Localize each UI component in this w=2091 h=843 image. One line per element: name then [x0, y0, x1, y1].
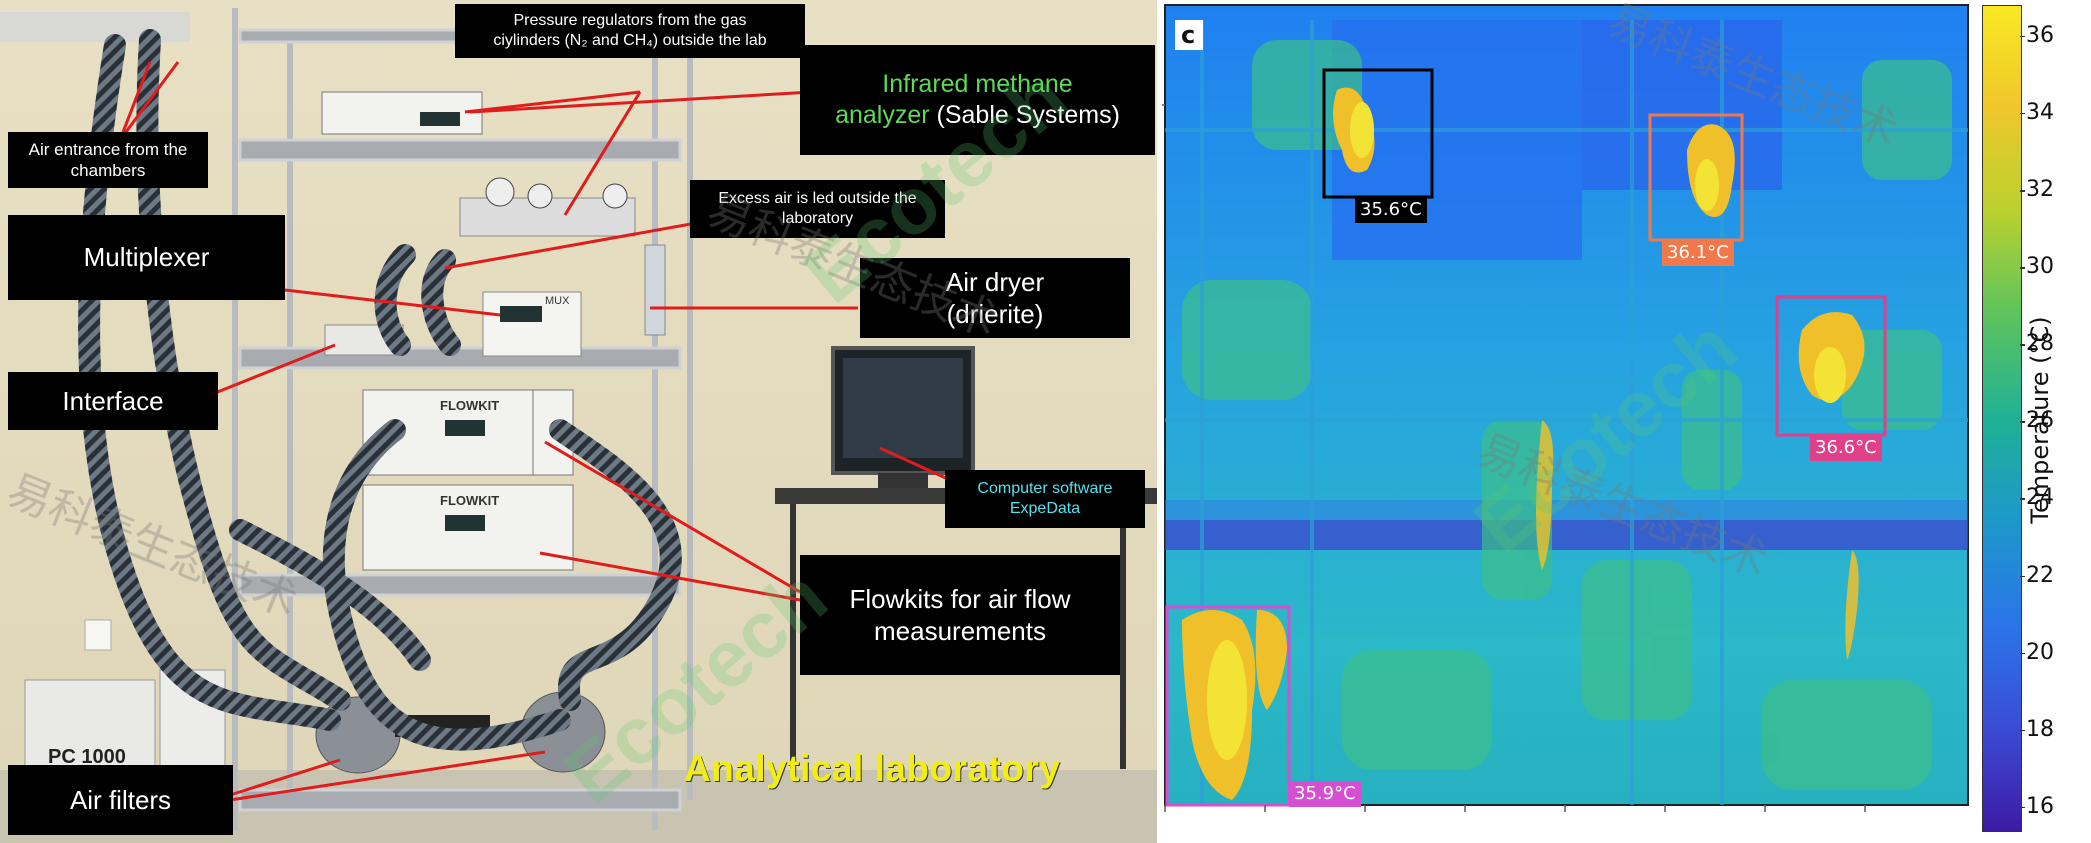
colorbar-tick-mark	[2020, 190, 2025, 192]
colorbar-tick-26: 26	[2026, 408, 2054, 434]
annotation-arrows	[118, 61, 951, 802]
colorbar-tick-24: 24	[2026, 485, 2054, 511]
thermal-image: c	[1162, 4, 1969, 812]
temperature-tag-4: 35.9°C	[1289, 781, 1361, 807]
pc1000-text: PC 1000	[48, 746, 126, 768]
colorbar-tick-18: 18	[2026, 716, 2054, 742]
colorbar-tick-22: 22	[2026, 562, 2054, 588]
computer-software-label: Computer software ExpeData	[945, 470, 1145, 528]
bbox-4	[1165, 605, 1291, 807]
temperature-tag-1: 35.6°C	[1355, 197, 1427, 223]
excess-air-label: Excess air is led outside the laboratory	[690, 180, 945, 238]
multiplexer-label: Multiplexer	[8, 215, 285, 300]
flowkit-text-1: FLOWKIT	[440, 398, 499, 413]
colorbar-tick-mark	[2020, 652, 2025, 655]
air-entrance-label: Air entrance from the chambers	[8, 132, 208, 188]
colorbar-tick-20: 20	[2026, 639, 2054, 665]
colorbar-tick-mark	[2020, 806, 2025, 809]
colorbar	[1982, 5, 2022, 832]
colorbar-tick-28: 28	[2026, 331, 2054, 357]
pressure-regulators-label: Pressure regulators from the gas ciylind…	[455, 4, 805, 58]
air-filters-label: Air filters	[8, 765, 233, 835]
flowkit-text-2: FLOWKIT	[440, 493, 499, 508]
thermal-panel: c 35.6°C 36.1°C 36.6°C 35.9°C	[1162, 0, 2091, 843]
colorbar-tick-16: 16	[2026, 793, 2054, 819]
colorbar-tick-30: 30	[2026, 254, 2054, 280]
colorbar-tick-mark	[2020, 344, 2025, 346]
colorbar-tick-mark	[2020, 421, 2025, 423]
air-dryer-label: Air dryer (drierite)	[860, 258, 1130, 338]
colorbar-label: Temperature (°C)	[2026, 316, 2054, 524]
ups-pc1000	[24, 679, 156, 776]
analytical-laboratory-title: Analytical laboratory	[684, 748, 1061, 789]
temperature-tag-3: 36.6°C	[1810, 435, 1882, 461]
multiplexer-device	[482, 291, 582, 357]
colorbar-tick-mark	[2020, 112, 2025, 115]
infrared-analyzer-label: Infrared methane analyzer (Sable Systems…	[800, 45, 1155, 155]
air-dryer-device	[644, 244, 666, 336]
panel-letter: c	[1181, 21, 1195, 49]
colorbar-tick-32: 32	[2026, 177, 2054, 203]
colorbar-tick-mark	[2020, 575, 2025, 578]
colorbar-tick-34: 34	[2026, 99, 2054, 125]
colorbar-tick-36: 36	[2026, 22, 2054, 48]
colorbar-tick-mark	[2020, 267, 2025, 269]
colorbar-tick-mark	[2020, 35, 2025, 38]
colorbar-tick-mark	[2020, 498, 2025, 500]
interface-label: Interface	[8, 372, 218, 430]
temperature-tag-2: 36.1°C	[1662, 240, 1734, 266]
mux-text: MUX	[545, 295, 570, 307]
wall-outlet	[84, 619, 112, 651]
lab-photo-panel: MUX FLOWKIT FLOWKIT PC 1000	[0, 0, 1157, 843]
colorbar-tick-mark	[2020, 729, 2025, 732]
flowkits-label: Flowkits for air flow measurements	[800, 555, 1120, 675]
hoses	[78, 29, 682, 751]
